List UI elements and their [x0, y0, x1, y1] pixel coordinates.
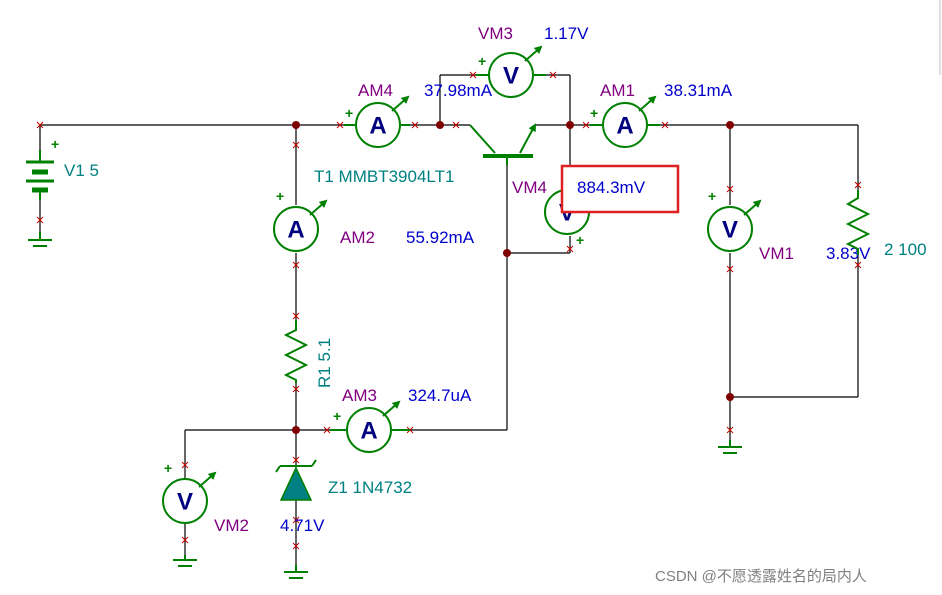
ground-icon — [718, 440, 742, 454]
am1-name: AM1 — [600, 81, 635, 100]
junction-dot — [726, 393, 734, 401]
svg-text:V: V — [177, 489, 193, 516]
svg-text:A: A — [360, 418, 377, 445]
am1-plus-sign: + — [590, 105, 598, 121]
battery-icon — [26, 150, 54, 200]
vm4-plus-sign: + — [576, 232, 584, 248]
am2-reading: 55.92mA — [406, 228, 475, 247]
ammeter-icon: A — [590, 95, 660, 148]
ammeter-icon: A — [273, 199, 328, 252]
junction-dot — [292, 121, 300, 129]
voltmeter-icon: V — [476, 45, 546, 98]
voltmeter-icon: V — [707, 199, 762, 252]
svg-text:A: A — [369, 113, 386, 140]
junction-dot — [436, 121, 444, 129]
vm3-reading: 1.17V — [544, 24, 589, 43]
svg-text:A: A — [287, 217, 304, 244]
resistor-r2-label: 2 100 — [884, 240, 927, 259]
resistor-r1-label: R1 5.1 — [315, 338, 334, 388]
junctions — [292, 121, 734, 434]
highlight-box — [560, 164, 680, 214]
watermark: CSDN @不愿透露姓名的局内人 — [655, 568, 867, 585]
zener-voltage: 4.71V — [280, 516, 325, 535]
battery-label: V1 5 — [64, 161, 99, 180]
ground-icon — [284, 565, 308, 579]
ammeter-icon: A — [330, 400, 410, 453]
vm2-name: VM2 — [214, 516, 249, 535]
am3-plus-sign: + — [333, 408, 341, 424]
battery-plus-sign: + — [51, 136, 59, 152]
am3-reading: 324.7uA — [408, 386, 472, 405]
vm1-name: VM1 — [759, 244, 794, 263]
junction-dot — [726, 121, 734, 129]
am3-name: AM3 — [342, 386, 377, 405]
vm3-plus-sign: + — [478, 53, 486, 69]
resistor-icon — [283, 320, 309, 383]
vm4-reading: 884.3mV — [577, 178, 646, 197]
ground-icon — [173, 555, 197, 567]
vm1-plus-sign: + — [708, 188, 716, 204]
zener-label: Z1 1N4732 — [328, 478, 412, 497]
junction-dot — [292, 426, 300, 434]
pin-markers — [36, 71, 862, 550]
vm4-name: VM4 — [512, 178, 547, 197]
ground-icon — [28, 232, 52, 247]
am4-name: AM4 — [358, 81, 393, 100]
wires — [39, 74, 859, 565]
vm1-reading: 3.83V — [826, 244, 871, 263]
svg-text:V: V — [722, 217, 738, 244]
vm3-name: VM3 — [478, 24, 513, 43]
junction-dot — [503, 249, 511, 257]
resistor-icon — [845, 190, 871, 255]
voltmeter-icon: V — [162, 471, 217, 524]
npn-transistor-icon — [469, 123, 536, 165]
am4-plus-sign: + — [345, 105, 353, 121]
svg-text:A: A — [616, 113, 633, 140]
junction-dot — [566, 121, 574, 129]
am1-reading: 38.31mA — [664, 81, 733, 100]
am4-reading: 37.98mA — [424, 81, 493, 100]
am2-name: AM2 — [340, 228, 375, 247]
svg-text:V: V — [503, 63, 519, 90]
am2-plus-sign: + — [276, 188, 284, 204]
zener-diode-icon — [275, 459, 317, 501]
ammeter-icon: A — [344, 95, 410, 148]
transistor-label: T1 MMBT3904LT1 — [314, 167, 454, 186]
vm2-plus-sign: + — [164, 460, 172, 476]
